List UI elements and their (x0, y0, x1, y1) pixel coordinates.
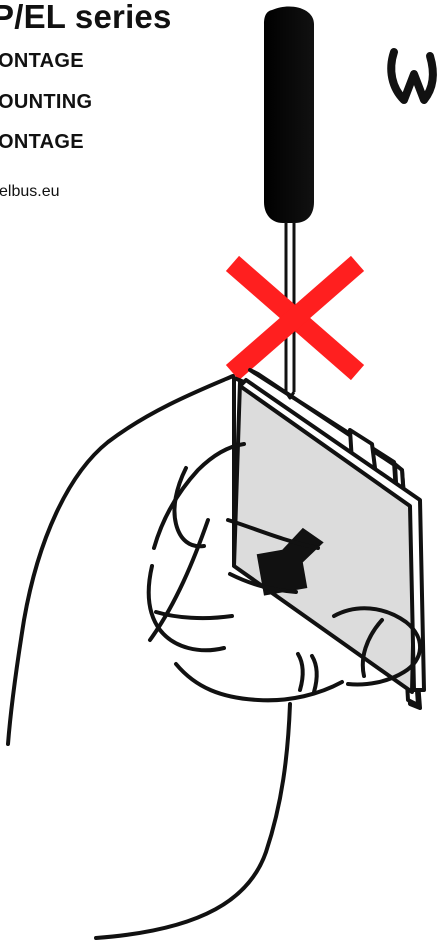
control-panel (234, 378, 424, 692)
